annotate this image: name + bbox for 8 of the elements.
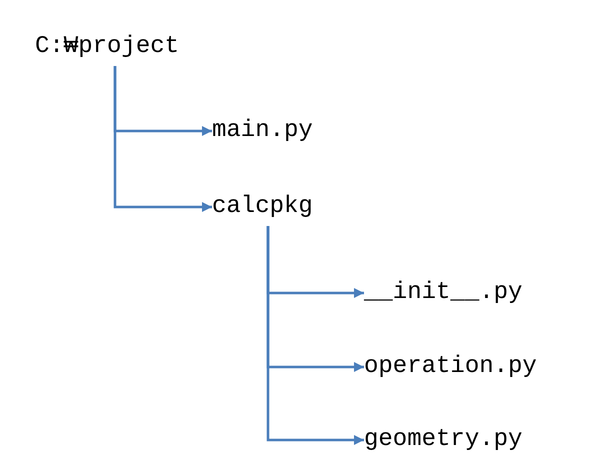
file-label: operation.py [364, 352, 537, 382]
file-label: main.py [212, 116, 313, 146]
file-label: geometry.py [364, 425, 522, 455]
file-label: C:₩project [35, 32, 180, 62]
file-label: calcpkg [212, 192, 313, 222]
arrow [114, 66, 212, 212]
arrow [266, 226, 364, 445]
file-label: __init__.py [364, 278, 522, 308]
